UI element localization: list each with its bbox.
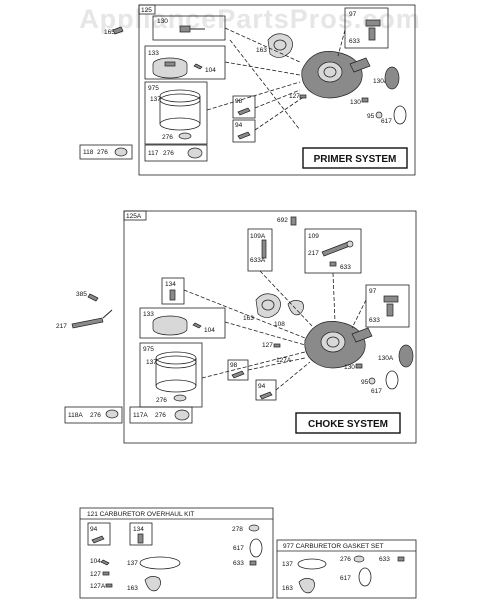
label-133: 133 <box>148 50 159 57</box>
label-975: 975 <box>148 85 159 92</box>
label-217-ext: 217 <box>56 323 67 330</box>
overhaul-label-127a: 127A <box>90 583 106 590</box>
label-617: 617 <box>381 118 392 125</box>
primer-system-title: PRIMER SYSTEM <box>314 154 397 165</box>
primer-system-frame <box>138 4 416 176</box>
label-109: 109 <box>308 233 319 240</box>
label-97: 97 <box>349 11 357 18</box>
gasket-label-163: 163 <box>282 585 293 592</box>
label-975-choke: 975 <box>143 346 154 353</box>
label-165: 165 <box>104 29 115 36</box>
label-130a: 130A <box>373 78 389 85</box>
label-163: 163 <box>256 47 267 54</box>
label-117a: 117A <box>133 412 148 419</box>
overhaul-label-127: 127 <box>90 571 101 578</box>
gasket-set-section: 977 CARBURETOR GASKET SET 137 276 633 61… <box>276 539 417 599</box>
choke-system-section: 125A 692 109A 633A 109 217 633 385 217 1… <box>56 210 417 444</box>
overhaul-label-137: 137 <box>127 560 138 567</box>
label-98: 98 <box>235 98 243 105</box>
choke-system-frame <box>123 210 417 444</box>
label-108: 108 <box>274 321 285 328</box>
choke-box-id: 125A <box>126 213 142 220</box>
overhaul-label-633: 633 <box>233 560 244 567</box>
label-95: 95 <box>367 113 375 120</box>
label-118-276: 276 <box>97 149 108 156</box>
label-94: 94 <box>235 122 243 129</box>
label-276-975: 276 <box>162 134 173 141</box>
overhaul-label-94: 94 <box>90 526 98 533</box>
label-130: 130 <box>350 99 361 106</box>
gasket-set-title: 977 CARBURETOR GASKET SET <box>283 543 384 550</box>
label-633-choke: 633 <box>340 264 351 271</box>
label-127: 127 <box>289 93 300 100</box>
label-137: 137 <box>150 96 161 103</box>
label-130-choke: 130 <box>344 364 355 371</box>
label-95-choke: 95 <box>361 379 369 386</box>
label-98-choke: 98 <box>230 362 238 369</box>
overhaul-label-134: 134 <box>133 526 144 533</box>
label-133-choke: 133 <box>143 311 154 318</box>
label-117-276: 276 <box>163 150 174 157</box>
label-276-choke: 276 <box>156 397 167 404</box>
primer-box-id: 125 <box>141 7 152 14</box>
label-127-choke: 127 <box>262 342 273 349</box>
label-117: 117 <box>148 150 159 157</box>
label-134: 134 <box>165 281 176 288</box>
gasket-label-137: 137 <box>282 561 293 568</box>
label-633a: 633A <box>250 257 266 264</box>
gasket-label-633: 633 <box>379 556 390 563</box>
label-118a: 118A <box>68 412 83 419</box>
label-117a-276: 276 <box>155 412 166 419</box>
label-130-top: 130 <box>157 18 168 25</box>
primer-system-title-box <box>302 147 408 169</box>
gasket-label-276: 276 <box>340 556 351 563</box>
label-109a: 109A <box>250 233 266 240</box>
label-137-choke: 137 <box>146 359 157 366</box>
choke-system-title-box <box>295 412 401 434</box>
label-118a-276: 276 <box>90 412 101 419</box>
overhaul-label-278: 278 <box>232 526 243 533</box>
label-118: 118 <box>83 149 94 156</box>
label-163-choke: 163 <box>243 315 254 322</box>
overhaul-kit-frame <box>79 507 274 599</box>
primer-system-section: 125 165 130 133 104 975 137 276 98 <box>79 4 416 176</box>
overhaul-label-104: 104 <box>90 558 101 565</box>
label-130a-choke: 130A <box>378 355 394 362</box>
label-97-choke: 97 <box>369 288 377 295</box>
overhaul-label-617: 617 <box>233 545 244 552</box>
overhaul-kit-section: 121 CARBURETOR OVERHAUL KIT 94 134 278 1… <box>79 507 274 599</box>
label-633: 633 <box>349 38 360 45</box>
label-692: 692 <box>277 217 288 224</box>
gasket-set-frame <box>276 539 417 599</box>
label-104-choke: 104 <box>204 327 215 334</box>
overhaul-kit-title: 121 CARBURETOR OVERHAUL KIT <box>87 511 194 518</box>
gasket-label-617: 617 <box>340 575 351 582</box>
watermark-logo: AppliancePartsPros.com <box>79 4 421 34</box>
label-633-choke-97: 633 <box>369 317 380 324</box>
label-94-choke: 94 <box>258 383 266 390</box>
label-617-choke: 617 <box>371 388 382 395</box>
overhaul-label-163: 163 <box>127 585 138 592</box>
label-127a: 127A <box>276 357 292 364</box>
choke-system-title: CHOKE SYSTEM <box>308 419 388 430</box>
label-217-choke: 217 <box>308 250 319 257</box>
label-104: 104 <box>205 67 216 74</box>
label-385: 385 <box>76 291 87 298</box>
